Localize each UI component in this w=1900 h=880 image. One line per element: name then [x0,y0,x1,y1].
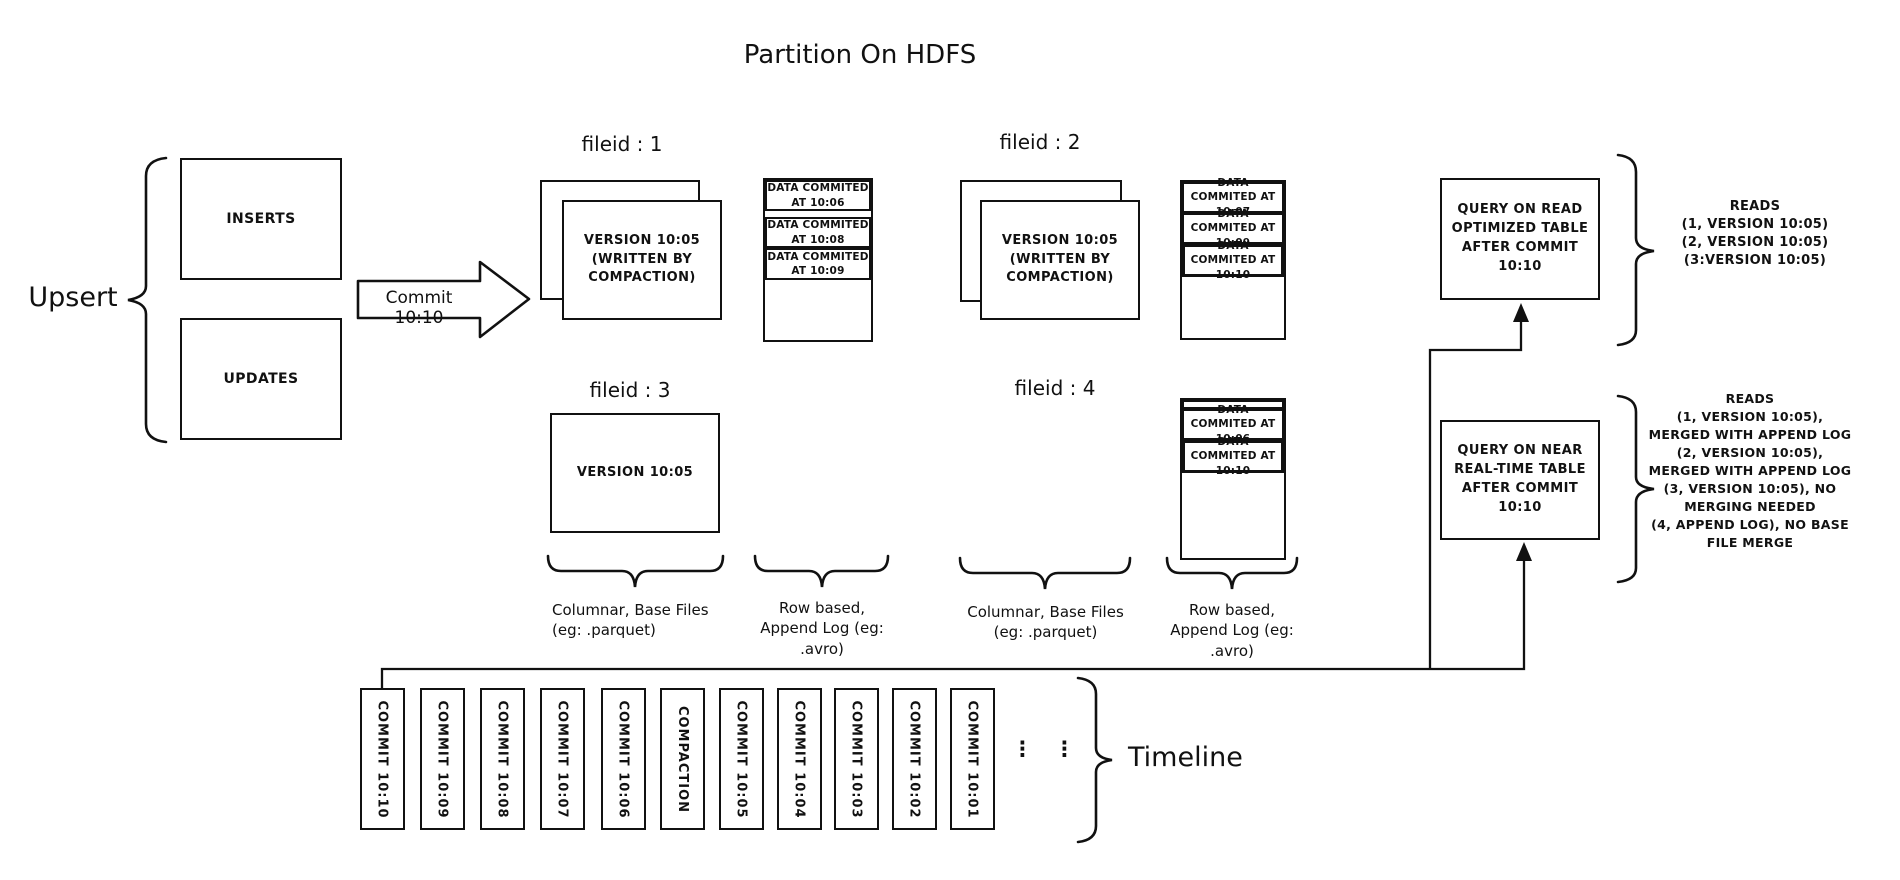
commit-arrow-label: Commit 10:10 [385,288,453,328]
reads-line: (4, APPEND LOG), NO BASE [1651,517,1849,532]
page-title: Partition On HDFS [743,40,977,70]
log-spacer [1182,400,1284,409]
reads-line: (3:VERSION 10:05) [1683,253,1827,268]
timeline-commit-label: COMMIT 10:06 [616,699,632,819]
label-line: .avro) [800,639,844,658]
timeline-brace [1076,676,1113,844]
label-line: Row based, [778,599,865,617]
log-entry: DATA COMMITED AT 10:06 [765,180,871,211]
timeline-commit-box: COMMIT 10:06 [601,688,646,830]
fileid-2-base-file: VERSION 10:05 (WRITTEN BY COMPACTION) [980,200,1140,320]
row-brace-1 [753,554,890,588]
timeline-commit-box: COMMIT 10:04 [777,688,822,830]
label-line: (eg: .parquet) [552,621,656,640]
reads-line: (1, VERSION 10:05) [1681,217,1829,232]
timeline-commit-label: COMMIT 10:04 [792,699,808,819]
row-label-2: Row based, Append Log (eg: .avro) [1152,600,1312,661]
label-line: Append Log (eg: [1170,621,1294,640]
timeline-ellipsis: ⋮ [1054,737,1075,761]
row-label-1: Row based, Append Log (eg: .avro) [742,598,902,659]
timeline-ellipsis: ⋮ [1012,737,1033,761]
fileid-1-append-log: DATA COMMITED AT 10:06 DATA COMMITED AT … [763,178,873,342]
reads-optimized-note: READS (1, VERSION 10:05) (2, VERSION 10:… [1650,198,1860,270]
label-line: Append Log (eg: [760,619,884,638]
label-line: (eg: .parquet) [993,623,1098,642]
log-entry: DATA COMMITED AT 10:06 [1182,404,1284,445]
reads-line: (3, VERSION 10:05), NO [1663,481,1837,496]
label-line: Columnar, Base Files [967,603,1124,621]
reads-line: (1, VERSION 10:05), [1676,409,1824,424]
label-line: Row based, [1188,601,1275,619]
label-line: Columnar, Base Files [552,601,709,619]
columnar-label-2: Columnar, Base Files (eg: .parquet) [958,602,1133,643]
columnar-label-1: Columnar, Base Files (eg: .parquet) [552,600,727,641]
reads-line: (2, VERSION 10:05), [1676,445,1824,460]
timeline-commit-label: COMMIT 10:07 [555,699,571,819]
log-entry: DATA COMMITED AT 10:09 [765,248,871,280]
log-entry: DATA COMMITED AT 10:07 [1182,177,1284,218]
arrowhead-realtime [1516,542,1532,561]
fileid-3-label: fileid : 3 [589,378,671,402]
timeline-commit-box: COMMIT 10:01 [950,688,995,830]
fileid-1-label: fileid : 1 [581,132,663,156]
timeline-commit-label: COMMIT 10:10 [375,699,391,819]
row-brace-2 [1165,556,1299,590]
fileid-2-append-log: DATA COMMITED AT 10:07 DATA COMMITED AT … [1180,177,1286,340]
reads-line: FILE MERGE [1706,535,1794,550]
timeline-commit-box: COMMIT 10:05 [719,688,764,830]
reads-realtime-note: READS (1, VERSION 10:05), MERGED WITH AP… [1632,390,1868,552]
timeline-commit-label: COMMIT 10:02 [907,699,923,819]
timeline-commit-label: COMMIT 10:05 [734,699,750,819]
timeline-commit-box: COMMIT 10:07 [540,688,585,830]
inserts-box: INSERTS [180,158,342,280]
label-line: .avro) [1210,641,1254,660]
query-read-optimized-box: QUERY ON READ OPTIMIZED TABLE AFTER COMM… [1440,178,1600,300]
fileid-1-base-file: VERSION 10:05 (WRITTEN BY COMPACTION) [562,200,722,320]
reads-line: MERGING NEEDED [1684,499,1816,514]
columnar-brace-1 [546,554,725,588]
log-entry-latest: DATA COMMITED AT 10:10 [1182,240,1284,281]
timeline-commit-label: COMMIT 10:01 [965,699,981,819]
timeline-commit-box: COMMIT 10:03 [834,688,879,830]
timeline-commit-label: COMMIT 10:09 [435,699,451,819]
fileid-3-base-file: VERSION 10:05 [550,413,720,533]
timeline-commit-box: COMMIT 10:09 [420,688,465,830]
reads-line: (2, VERSION 10:05) [1681,235,1829,250]
timeline-commit-box: COMMIT 10:02 [892,688,937,830]
timeline-label: Timeline [1128,742,1243,773]
timeline-commit-label: COMMIT 10:03 [849,699,865,819]
upsert-label: Upsert [28,282,118,313]
fileid-4-label: fileid : 4 [1014,376,1096,400]
timeline-commit-box: COMMIT 10:10 [360,688,405,830]
timeline-compaction-box: COMPACTION [660,688,705,830]
reads-line: MERGED WITH APPEND LOG [1648,427,1852,442]
fileid-4-append-log: DATA COMMITED AT 10:06 DATA COMMITED AT … [1180,398,1286,560]
log-entry-latest: DATA COMMITED AT 10:10 [1182,436,1284,477]
reads-line: MERGED WITH APPEND LOG [1648,463,1852,478]
timeline-compaction-label: COMPACTION [675,705,691,813]
arrowhead-optimized [1513,303,1529,322]
timeline-commit-box: COMMIT 10:08 [480,688,525,830]
upsert-brace [127,156,168,444]
reads-brace-optimized [1616,153,1655,347]
reads-line: READS [1725,391,1775,406]
columnar-brace-2 [958,556,1132,590]
timeline-commit-label: COMMIT 10:08 [495,699,511,819]
reads-line: READS [1729,199,1781,214]
log-entry: DATA COMMITED AT 10:08 [765,217,871,248]
fileid-2-label: fileid : 2 [999,130,1081,154]
updates-box: UPDATES [180,318,342,440]
query-near-realtime-box: QUERY ON NEAR REAL-TIME TABLE AFTER COMM… [1440,420,1600,540]
